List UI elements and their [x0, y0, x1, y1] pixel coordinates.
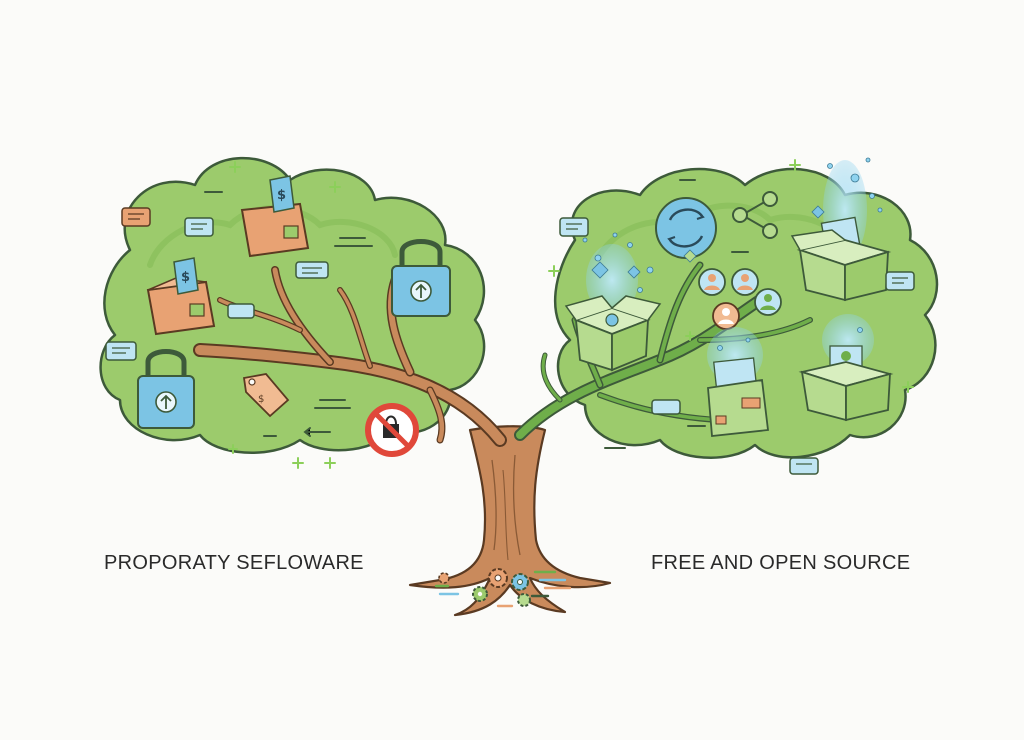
- open-box-icon: [564, 244, 662, 372]
- left-branches: [193, 266, 507, 447]
- sparkle-decor: [228, 161, 341, 469]
- sparkle-decor: [582, 157, 883, 351]
- gear-icon: [438, 572, 450, 584]
- gear-icon: [517, 593, 531, 607]
- user-avatar-icon: [712, 302, 740, 330]
- chat-bubble-icon: [885, 271, 915, 291]
- open-box-icon: [707, 327, 770, 437]
- tree-trunk: [408, 425, 612, 617]
- svg-text:$: $: [277, 188, 286, 203]
- chat-bubble-icon: [184, 217, 214, 237]
- lock-icon: [137, 349, 195, 429]
- sealed-box-icon: $: [146, 257, 216, 336]
- proprietary-label: PROPORATY SEFLOWARE: [104, 552, 364, 574]
- chat-bubble-icon: [227, 303, 255, 319]
- open-box-icon: [790, 160, 892, 302]
- lock-icon: [391, 239, 451, 317]
- user-avatar-icon: [698, 268, 726, 296]
- recycle-icon: [655, 197, 717, 259]
- price-tag-icon: $: [242, 373, 290, 418]
- sparkle-decor: [548, 159, 914, 393]
- chat-bubble-icon: [789, 457, 819, 475]
- share-icon: [732, 191, 778, 239]
- sealed-box-icon: $: [240, 175, 310, 258]
- chat-bubble-icon: [559, 217, 589, 237]
- svg-text:$: $: [181, 270, 190, 285]
- code-line-decor: [604, 179, 749, 449]
- open-source-label: FREE AND OPEN SOURCE: [651, 552, 911, 574]
- chat-bubble-icon: [651, 399, 681, 415]
- chat-bubble-icon: [121, 207, 151, 227]
- chat-bubble-icon: [105, 341, 137, 361]
- user-avatar-icon: [731, 268, 759, 296]
- user-avatar-icon: [754, 288, 782, 316]
- gear-icon: [488, 568, 508, 588]
- gear-icon: [472, 586, 488, 602]
- roots-decor: [434, 568, 572, 608]
- chat-bubble-icon: [295, 261, 329, 279]
- svg-text:$: $: [258, 394, 264, 405]
- open-box-icon: [798, 314, 894, 422]
- no-entry-icon: [365, 403, 419, 457]
- gear-icon: [511, 573, 529, 591]
- code-line-decor: [204, 191, 373, 437]
